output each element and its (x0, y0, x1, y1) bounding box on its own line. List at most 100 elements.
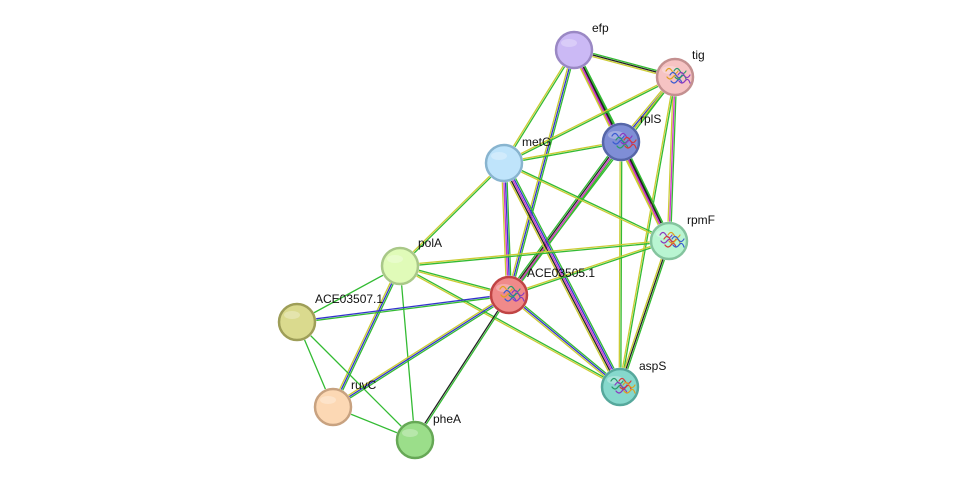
protein-structure-icon (611, 132, 637, 149)
edge-evidence-line (617, 239, 669, 388)
edge-ace03505-1-asps[interactable] (507, 293, 622, 389)
node-label-ruvc: ruvC (351, 378, 377, 392)
edge-ace03505-1-phea[interactable] (413, 293, 511, 442)
edge-evidence-line (399, 264, 622, 387)
node-highlight (387, 255, 403, 263)
node-highlight (284, 311, 300, 319)
edge-metg-rpmf[interactable] (503, 161, 670, 243)
edge-evidence-line (503, 163, 670, 243)
edge-evidence-line (415, 294, 511, 442)
protein-structure-icon (499, 285, 525, 302)
edge-evidence-line (619, 240, 670, 388)
edge-evidence-line (398, 266, 621, 389)
node-circle (313, 387, 353, 427)
node-pola[interactable]: polA (380, 236, 443, 286)
edge-evidence-line (506, 139, 620, 295)
node-label-rpls: rplS (640, 112, 661, 126)
node-highlight (656, 230, 672, 238)
edge-evidence-line (503, 161, 670, 241)
node-label-metg: metG (522, 135, 551, 149)
edge-metg-ace03505-1[interactable] (500, 162, 513, 296)
node-label-asps: aspS (639, 359, 666, 373)
structure-ribbon (677, 71, 691, 84)
edge-pola-asps[interactable] (398, 264, 622, 389)
edge-metg-pola[interactable] (398, 161, 506, 268)
edge-pola-ruvc[interactable] (330, 264, 403, 409)
node-circle (554, 30, 594, 70)
edge-evidence-line (666, 76, 675, 242)
node-circle (277, 302, 317, 342)
edge-evidence-line (618, 141, 621, 388)
node-rpmf[interactable]: rpmF (649, 213, 716, 261)
edge-evidence-line (503, 142, 622, 165)
edge-evidence-line (502, 48, 574, 164)
node-ace03507-1[interactable]: ACE03507.1 (277, 292, 384, 342)
structure-ribbon (511, 289, 525, 302)
edge-evidence-line (503, 140, 622, 163)
edge-evidence-line (399, 239, 670, 266)
edge-efp-metg[interactable] (502, 48, 576, 165)
node-highlight (402, 429, 418, 437)
edge-rpls-asps[interactable] (618, 141, 623, 388)
edge-evidence-line (504, 49, 576, 165)
protein-structure-icon (610, 377, 636, 394)
edge-evidence-line (413, 293, 509, 441)
edge-rpmf-asps[interactable] (617, 239, 672, 389)
edge-evidence-line (399, 241, 670, 268)
edge-evidence-line (620, 141, 623, 388)
edge-evidence-line (398, 161, 505, 267)
edge-evidence-line (509, 49, 577, 297)
edge-evidence-line (503, 77, 677, 165)
edge-evidence-line (510, 142, 624, 298)
node-efp[interactable]: efp (554, 21, 610, 70)
edge-tig-rpmf[interactable] (666, 76, 678, 242)
edge-rpls-metg[interactable] (503, 140, 622, 165)
edge-evidence-line (508, 241, 670, 297)
node-label-rpmf: rpmF (687, 213, 715, 227)
edge-evidence-line (332, 294, 510, 408)
node-tig[interactable]: tig (655, 48, 705, 97)
node-circle (484, 143, 524, 183)
structure-ribbon (622, 381, 636, 394)
node-metg[interactable]: metG (484, 135, 552, 183)
edge-pola-phea[interactable] (399, 265, 416, 441)
edge-evidence-line (330, 264, 400, 407)
nodes-layer: efp tig rplS metG rpmF polA ACE03505.1ACE03507… (277, 21, 716, 460)
edge-evidence-line (504, 161, 623, 387)
node-highlight (496, 284, 512, 292)
edge-evidence-line (399, 265, 416, 441)
node-label-ace03507-1: ACE03507.1 (315, 292, 383, 306)
structure-ribbon (671, 235, 685, 248)
node-ruvc[interactable]: ruvC (313, 378, 377, 427)
node-ace03505-1[interactable]: ACE03505.1 (489, 266, 596, 315)
node-label-ace03505-1: ACE03505.1 (527, 266, 595, 280)
edge-evidence-line (333, 295, 511, 409)
edge-rpls-ace03505-1[interactable] (506, 139, 624, 298)
edge-rpmf-ace03505-1[interactable] (508, 239, 670, 297)
edge-evidence-line (620, 240, 672, 389)
edge-tig-metg[interactable] (502, 75, 677, 165)
edge-evidence-line (668, 76, 676, 242)
node-asps[interactable]: aspS (600, 359, 667, 407)
node-highlight (320, 396, 336, 404)
edge-evidence-line (296, 295, 510, 324)
node-rpls[interactable]: rplS (601, 112, 662, 162)
edge-evidence-line (333, 266, 403, 409)
edge-evidence-line (508, 239, 670, 295)
node-label-efp: efp (592, 21, 609, 35)
edge-evidence-line (296, 265, 401, 323)
edge-evidence-line (399, 162, 506, 268)
node-phea[interactable]: pheA (395, 412, 462, 460)
edge-evidence-line (500, 163, 618, 390)
edge-metg-asps[interactable] (500, 160, 624, 390)
edge-ace03505-1-ace03507-1[interactable] (296, 293, 510, 324)
edge-rpmf-pola[interactable] (399, 239, 670, 268)
edge-evidence-line (500, 162, 508, 296)
edge-ace03507-1-phea[interactable] (296, 321, 416, 441)
edge-pola-ace03507-1[interactable] (296, 265, 401, 323)
edge-evidence-line (503, 162, 621, 388)
edge-evidence-line (502, 75, 676, 163)
edge-evidence-line (296, 321, 416, 441)
node-circle (380, 246, 420, 286)
